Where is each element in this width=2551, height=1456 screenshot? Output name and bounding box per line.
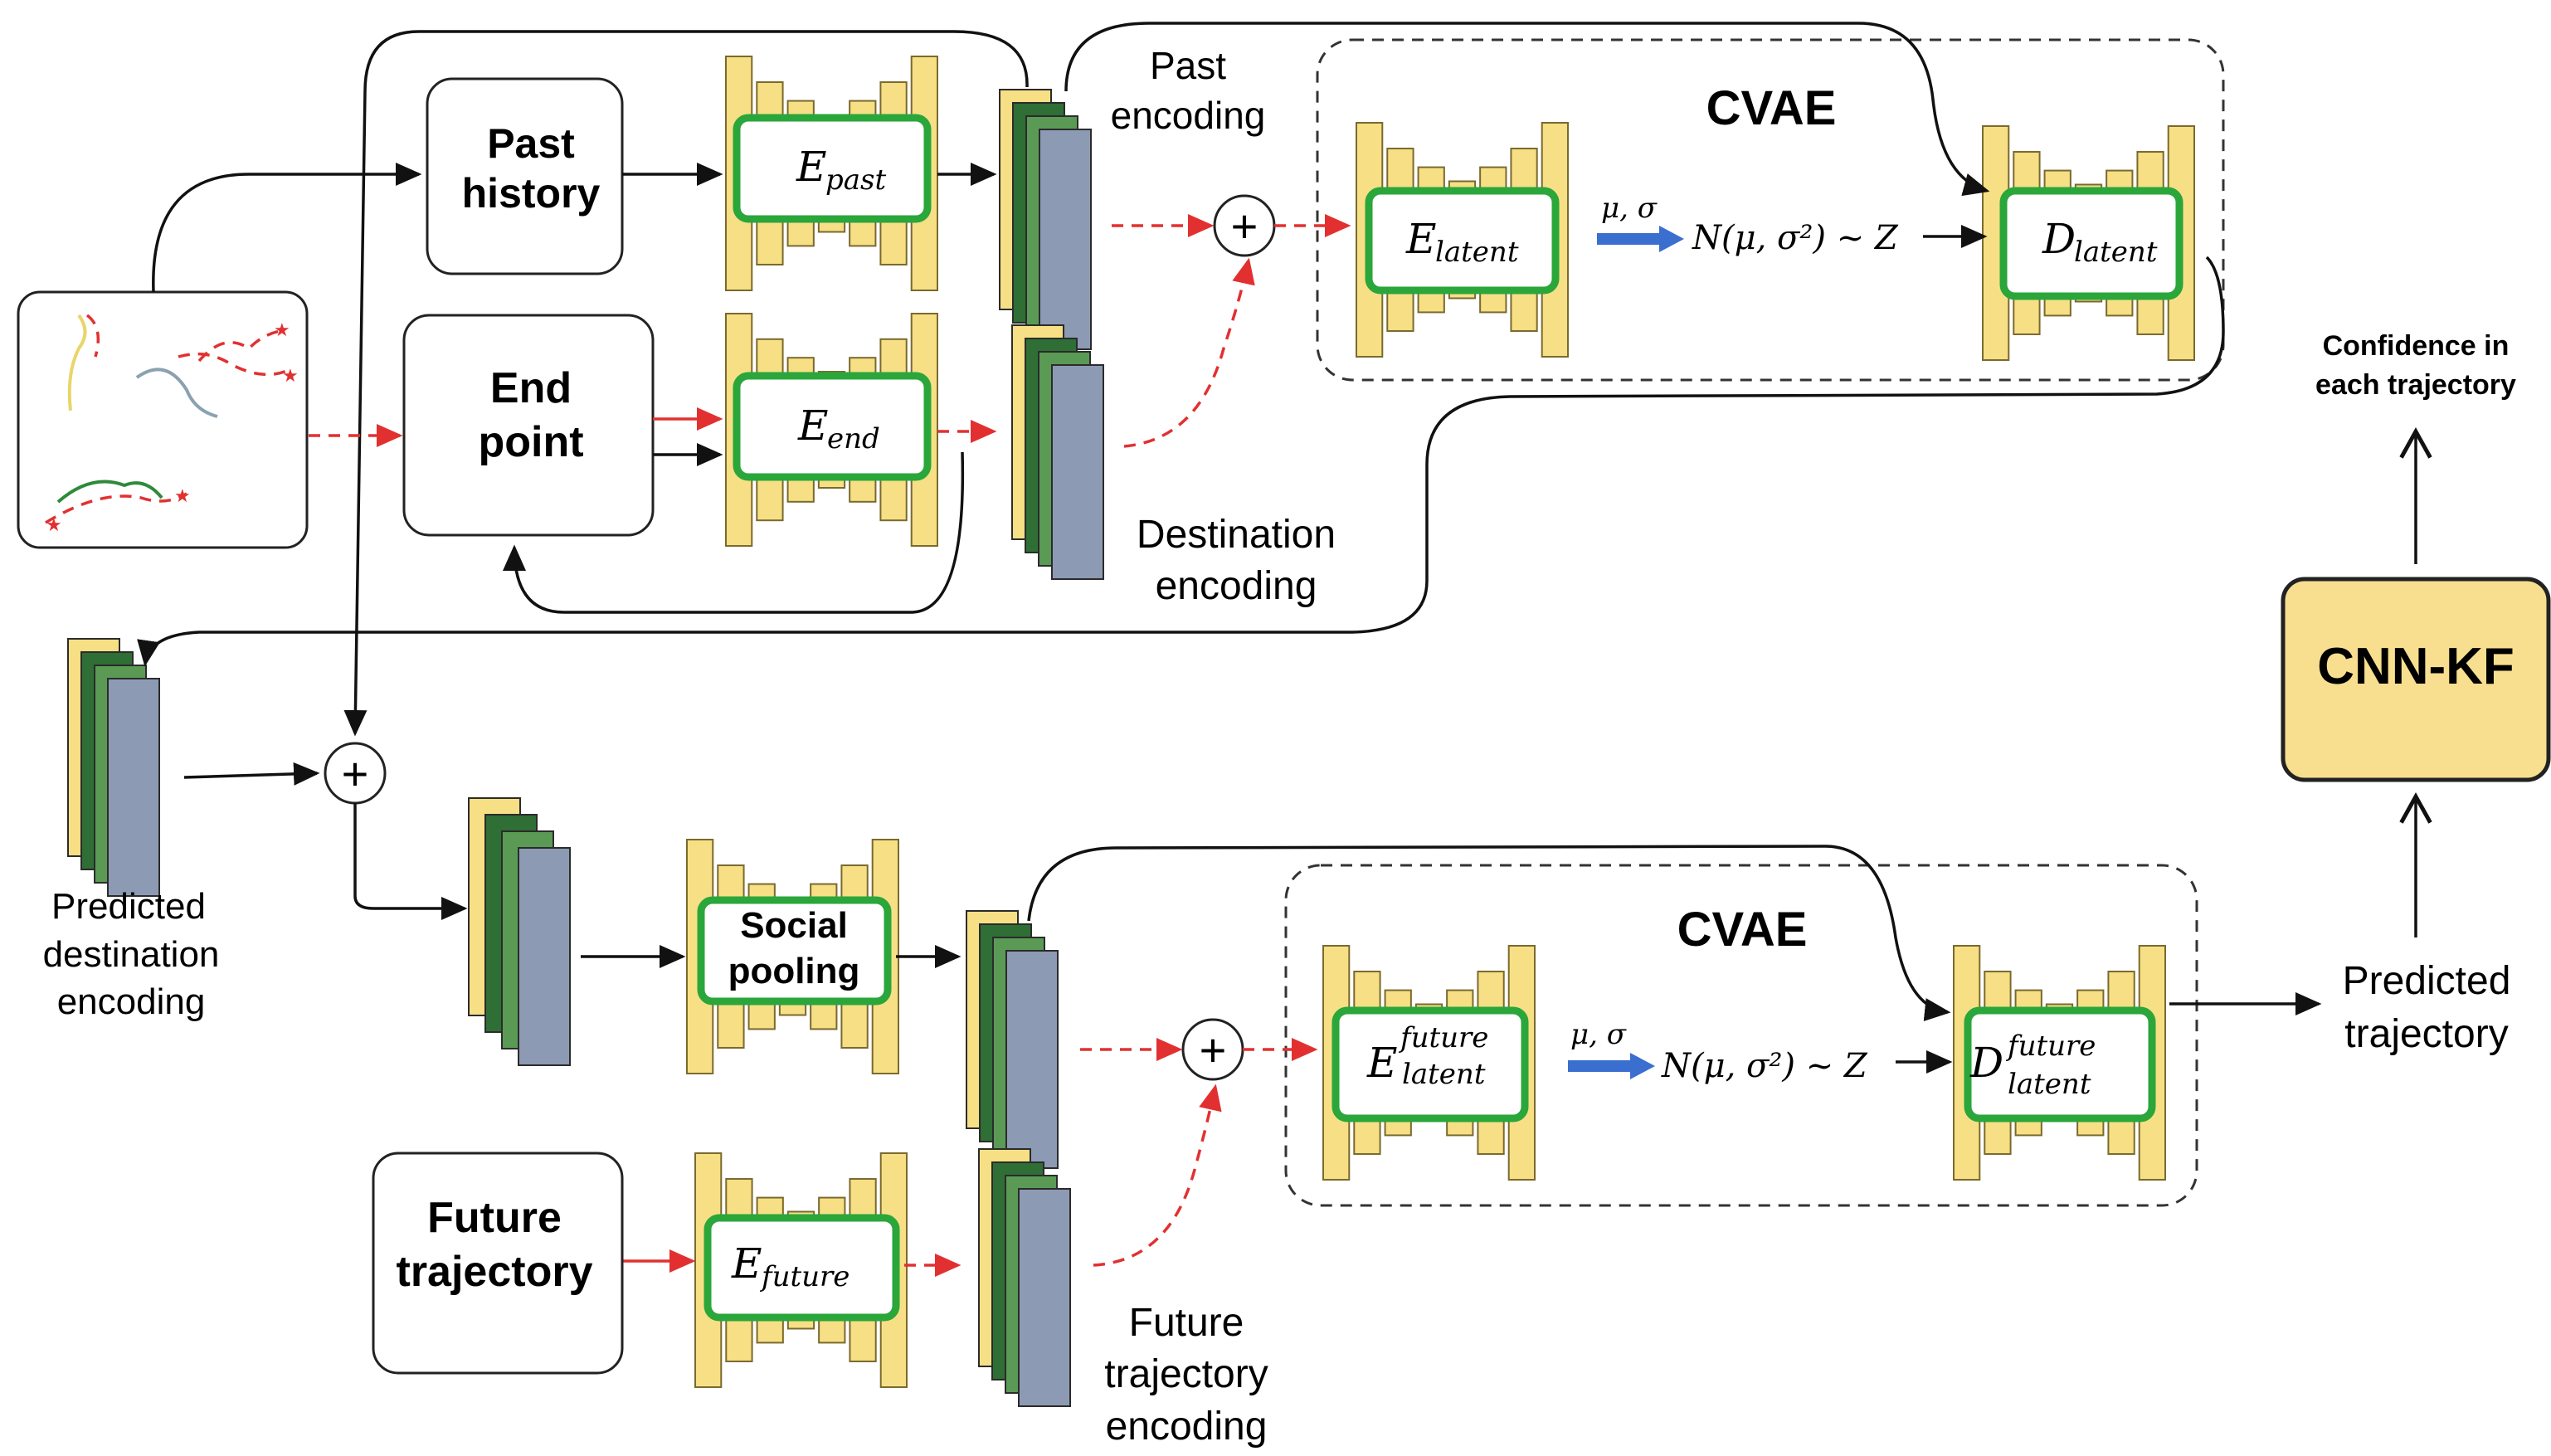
- svg-text:future: future: [2005, 1030, 2096, 1063]
- svg-text:E: E: [1366, 1039, 1398, 1087]
- svg-text:Past: Past: [487, 120, 575, 167]
- svg-text:trajectory: trajectory: [1104, 1352, 1268, 1396]
- social-pooling-label: Social pooling: [697, 896, 892, 1006]
- svg-text:+: +: [342, 747, 369, 800]
- svg-text:Predicted: Predicted: [51, 886, 206, 927]
- svg-text:encoding: encoding: [1111, 94, 1266, 137]
- social-feature-stack: [966, 910, 1059, 1169]
- predicted-trajectory-label: Predicted trajectory: [2343, 959, 2511, 1056]
- svg-text:Destination: Destination: [1137, 513, 1336, 557]
- svg-text:Future: Future: [427, 1194, 562, 1242]
- svg-text:end: end: [827, 422, 880, 455]
- svg-text:pooling: pooling: [728, 951, 860, 991]
- svg-text:E: E: [1405, 215, 1437, 263]
- svg-text:latent: latent: [1402, 1058, 1486, 1091]
- svg-text:Confidence in: Confidence in: [2323, 330, 2510, 362]
- past-history-box: Past history: [426, 77, 624, 275]
- svg-text:past: past: [825, 163, 886, 197]
- predicted-destination-encoding-label: Predicted destination encoding: [43, 886, 220, 1022]
- combined-feature-stack: [468, 797, 571, 1066]
- predicted-destination-feature-stack: [67, 638, 160, 897]
- d-latent-label: D latent: [1999, 187, 2183, 300]
- svg-text:E: E: [797, 402, 829, 450]
- end-point-box: End point: [402, 314, 655, 537]
- cvae-bottom-region: CVAE: [1284, 864, 2198, 1207]
- svg-text:μ, σ: μ, σ: [1570, 1018, 1627, 1051]
- svg-text:encoding: encoding: [57, 981, 206, 1022]
- e-latent-label: E latent: [1365, 187, 1560, 295]
- svg-text:+: +: [1200, 1024, 1227, 1076]
- sum-node-left: +: [324, 742, 387, 805]
- svg-text:latent: latent: [1435, 236, 1519, 269]
- svg-text:★: ★: [274, 319, 290, 340]
- svg-text:destination: destination: [43, 934, 220, 975]
- scene-thumbnail: ★ ★ ★ ★: [17, 290, 309, 549]
- svg-text:E: E: [731, 1239, 762, 1288]
- arrows-black: [137, 22, 2432, 1074]
- end-feature-stack: [1011, 324, 1104, 580]
- future-trajectory-encoding-label: Future trajectory encoding: [1104, 1301, 1268, 1449]
- svg-text:trajectory: trajectory: [397, 1248, 593, 1296]
- destination-encoding-label: Destination encoding: [1137, 513, 1336, 608]
- future-feature-stack: [978, 1148, 1071, 1407]
- svg-text:★: ★: [282, 365, 299, 386]
- svg-text:trajectory: trajectory: [2344, 1012, 2508, 1056]
- svg-text:CVAE: CVAE: [1677, 903, 1808, 957]
- cnn-kf-box: CNN-KF: [2281, 577, 2551, 782]
- arrows-red: [309, 214, 1351, 1277]
- cvae-top-region: CVAE: [1316, 38, 2225, 382]
- e-end-label: E end: [733, 372, 932, 481]
- mu-sigma-top: μ, σ: [1601, 192, 1658, 225]
- svg-text:point: point: [478, 418, 583, 466]
- svg-text:Predicted: Predicted: [2343, 959, 2511, 1003]
- mu-sigma-bottom: μ, σ: [1570, 1018, 1627, 1051]
- distribution-top: N(μ, σ²) ~ Z: [1692, 219, 1899, 257]
- confidence-label: Confidence in each trajectory: [2315, 330, 2516, 401]
- svg-text:Future: Future: [1129, 1301, 1244, 1345]
- svg-text:encoding: encoding: [1106, 1405, 1268, 1449]
- e-future-label: E future: [703, 1214, 900, 1322]
- svg-text:latent: latent: [2074, 236, 2158, 269]
- future-trajectory-box: Future trajectory: [372, 1152, 624, 1375]
- sum-node-top: +: [1213, 194, 1276, 257]
- svg-text:+: +: [1231, 200, 1258, 252]
- svg-text:history: history: [462, 170, 601, 217]
- svg-text:encoding: encoding: [1156, 564, 1317, 608]
- svg-text:μ, σ: μ, σ: [1601, 192, 1658, 225]
- svg-text:Past: Past: [1150, 44, 1226, 87]
- distribution-bottom: N(μ, σ²) ~ Z: [1661, 1047, 1868, 1085]
- svg-text:Social: Social: [740, 905, 848, 946]
- d-future-latent-label: D future latent: [1964, 1006, 2156, 1122]
- svg-text:D: D: [2042, 215, 2076, 263]
- past-encoding-label: Past encoding: [1111, 44, 1266, 137]
- sum-node-bottom: +: [1181, 1018, 1244, 1081]
- e-future-latent-label: E future latent: [1331, 1006, 1529, 1122]
- svg-text:★: ★: [46, 514, 62, 535]
- e-past-label: E past: [733, 114, 932, 223]
- svg-text:future: future: [759, 1260, 850, 1293]
- svg-text:★: ★: [174, 485, 191, 506]
- svg-text:N(μ, σ²) ~ Z: N(μ, σ²) ~ Z: [1692, 219, 1899, 257]
- svg-text:D: D: [1969, 1039, 2003, 1087]
- past-feature-stack: [999, 89, 1092, 350]
- svg-text:latent: latent: [2008, 1068, 2091, 1101]
- svg-text:E: E: [796, 143, 827, 191]
- svg-text:each trajectory: each trajectory: [2315, 369, 2516, 401]
- svg-text:N(μ, σ²) ~ Z: N(μ, σ²) ~ Z: [1661, 1047, 1868, 1085]
- svg-text:End: End: [490, 364, 572, 412]
- arrows-blue: [1568, 226, 1684, 1079]
- svg-text:CNN-KF: CNN-KF: [2317, 638, 2514, 695]
- svg-text:future: future: [1398, 1021, 1488, 1054]
- svg-text:CVAE: CVAE: [1706, 81, 1837, 135]
